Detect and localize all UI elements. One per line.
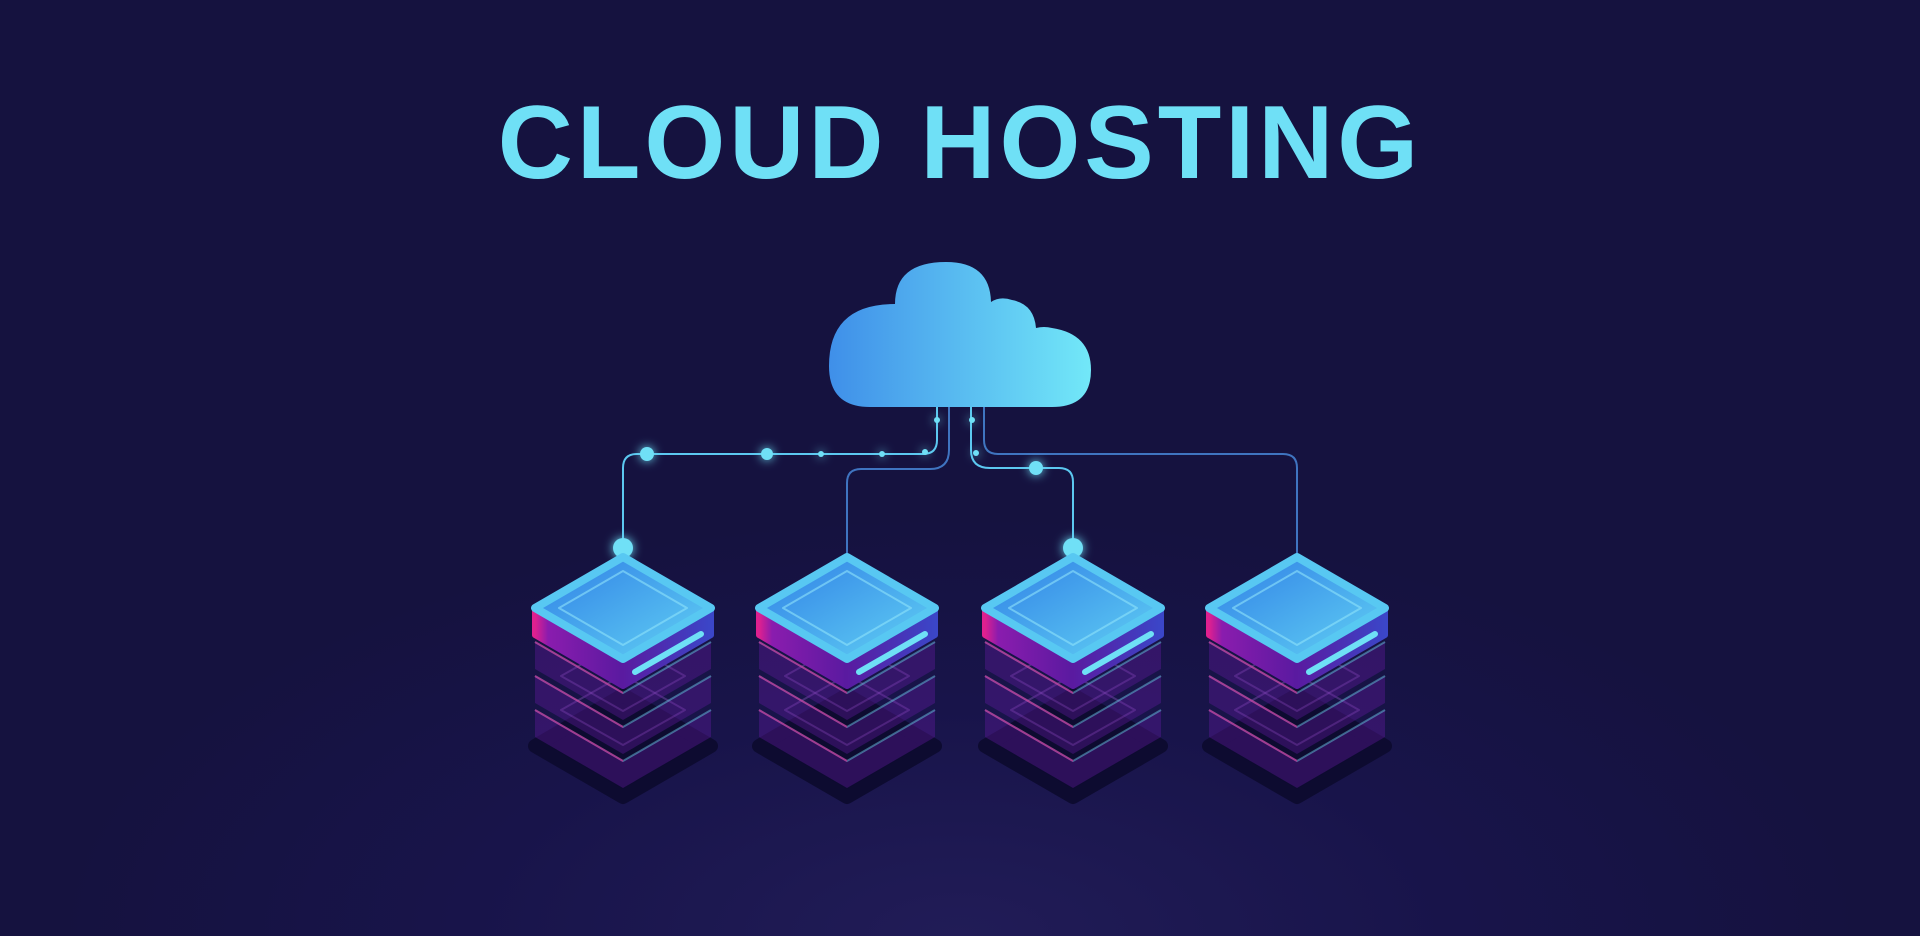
node-dot xyxy=(818,451,824,457)
node-dot xyxy=(934,417,940,423)
server-node-1 xyxy=(613,538,633,558)
node-dot xyxy=(922,449,928,455)
server-3 xyxy=(985,557,1161,797)
connection-line-2 xyxy=(846,407,950,560)
server-1 xyxy=(535,557,711,797)
node-dot xyxy=(973,450,979,456)
server-4 xyxy=(1209,557,1385,797)
server-2 xyxy=(759,557,935,797)
node-dot xyxy=(969,417,975,423)
connection-lines xyxy=(622,407,1298,560)
node-dot xyxy=(1029,461,1043,475)
node-dot xyxy=(640,447,654,461)
connection-line-1 xyxy=(622,407,938,548)
node-dot xyxy=(879,451,885,457)
page-title: CLOUD HOSTING xyxy=(498,85,1422,201)
connection-line-3 xyxy=(970,407,1074,548)
connection-nodes xyxy=(613,417,1083,558)
cloud-icon xyxy=(829,262,1091,407)
node-dot xyxy=(761,448,773,460)
connection-line-4 xyxy=(983,407,1298,560)
server-node-3 xyxy=(1063,538,1083,558)
